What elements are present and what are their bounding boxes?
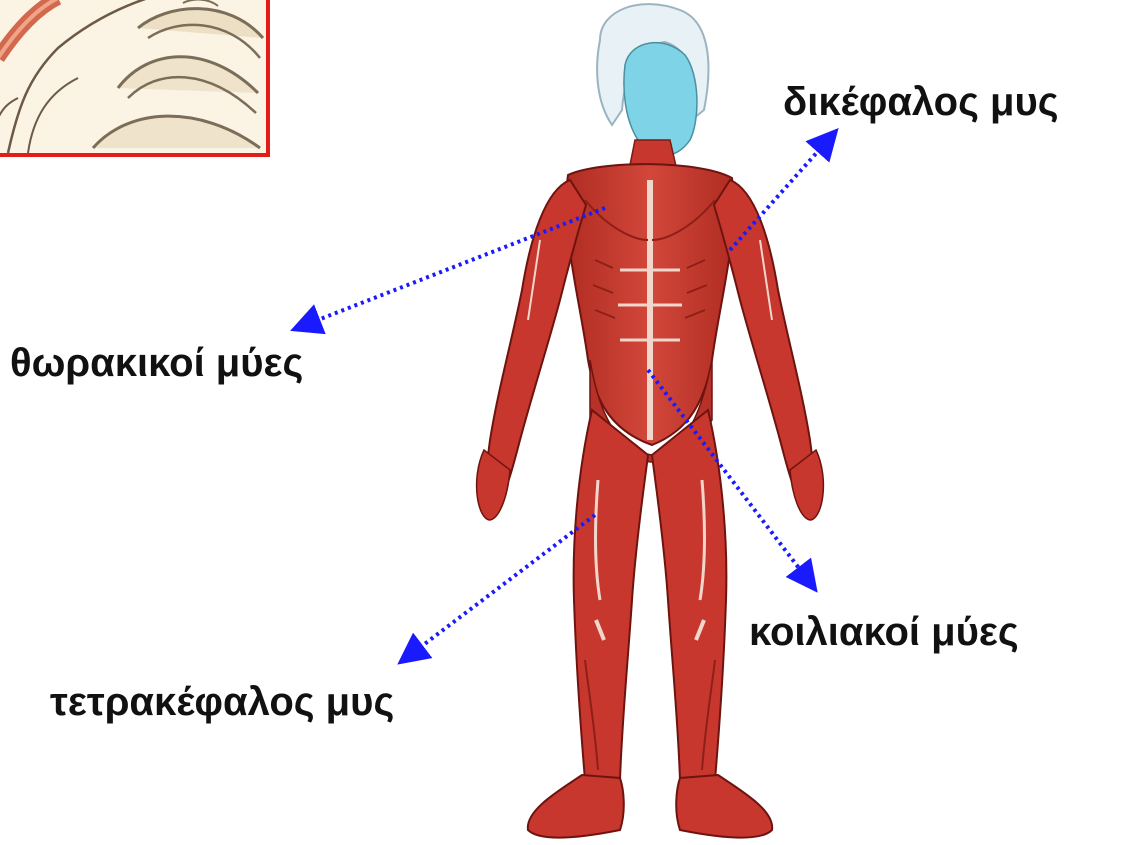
label-pectoral-muscles: θωρακικοί μύες (10, 343, 303, 383)
arrow-quadriceps (410, 515, 595, 655)
human-muscle-figure (477, 4, 824, 837)
label-biceps: δικέφαλος μυς (783, 82, 1059, 122)
label-quadriceps: τετρακέφαλος μυς (50, 682, 394, 722)
label-abdominal-muscles: κοιλιακοί μύες (749, 612, 1019, 652)
